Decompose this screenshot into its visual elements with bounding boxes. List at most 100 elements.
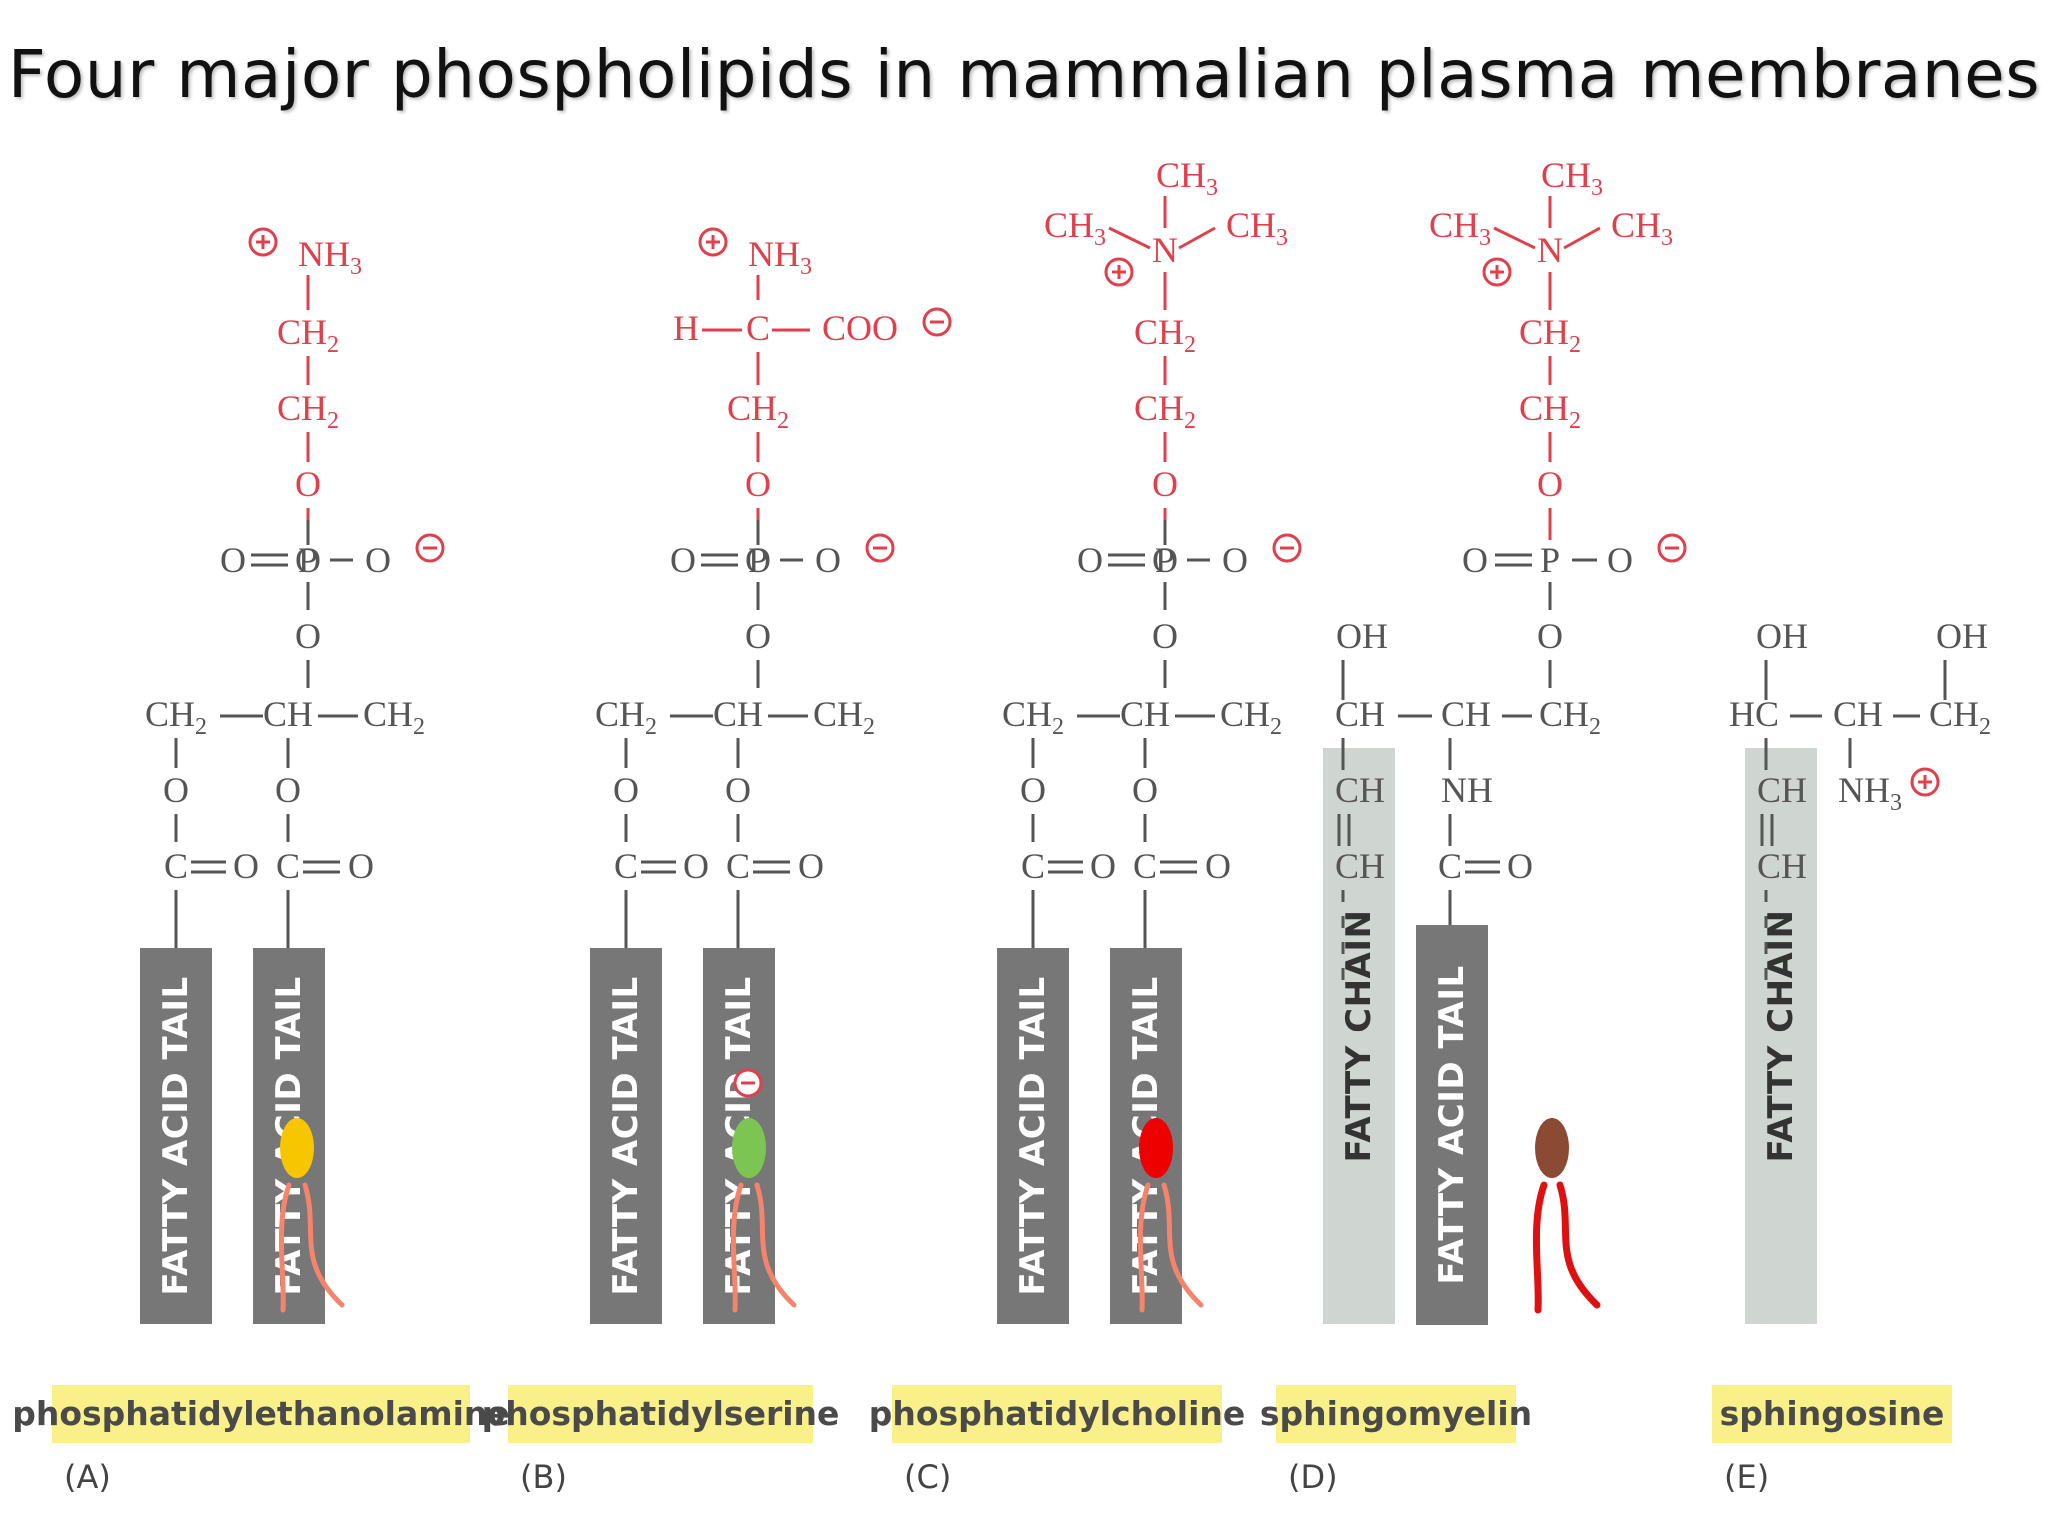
ch2-group: CH2 <box>1519 388 1581 434</box>
ch-group: CH <box>1335 770 1385 810</box>
molecule-name: sphingomyelin(D) <box>1260 1385 1532 1496</box>
o-atom: O <box>1222 540 1248 580</box>
panel-letter: (B) <box>520 1458 567 1496</box>
o-atom: O <box>725 770 751 810</box>
o-atom: O <box>1132 770 1158 810</box>
name-highlight <box>892 1385 1222 1443</box>
o-atom: O <box>745 540 771 580</box>
lipid-tail-left <box>730 1182 744 1313</box>
fatty-acid-tail-label: FATTY ACID TAIL <box>1013 976 1053 1295</box>
ch2-group: CH2 <box>1539 694 1601 740</box>
ch-group: CH <box>1757 770 1807 810</box>
bond <box>1563 226 1601 250</box>
ch-group: CH <box>1441 694 1491 734</box>
lipid-tail-right <box>1161 1182 1204 1308</box>
o-atom: O <box>613 770 639 810</box>
fatty-chain-label: FATTY CHAIN <box>1761 910 1801 1163</box>
o-atom: O <box>745 616 771 656</box>
o-atom: O <box>348 846 374 886</box>
ch-group: CH <box>713 694 763 734</box>
hc-group: HC <box>1729 694 1779 734</box>
ch-group: CH <box>1335 694 1385 734</box>
fatty-acid-tail-bar <box>590 948 662 1324</box>
fatty-acid-tail: FATTY ACID TAIL <box>140 948 212 1324</box>
ch-group: CH <box>263 694 313 734</box>
lipid-head <box>732 1118 766 1178</box>
ch2-group: CH2 <box>277 312 339 358</box>
c-atom: C <box>726 846 750 886</box>
name-highlight <box>52 1385 470 1443</box>
fatty-chain: FATTY CHAIN <box>1745 748 1817 1324</box>
nh-group: NH <box>1441 770 1493 810</box>
o-atom: O <box>1462 540 1488 580</box>
o-atom: O <box>1537 464 1563 504</box>
o-atom: O <box>670 540 696 580</box>
o-atom: O <box>275 770 301 810</box>
n-atom: N <box>1537 230 1563 270</box>
o-atom: O <box>365 540 391 580</box>
h-atom: H <box>673 308 699 348</box>
name-highlight <box>1712 1385 1952 1443</box>
oh-group: OH <box>1936 616 1988 656</box>
ch2-group: CH2 <box>277 388 339 434</box>
molecule-name: phosphatidylcholine(C) <box>869 1385 1245 1496</box>
molecule-name-text: phosphatidylethanolamine <box>12 1394 510 1433</box>
o-atom: O <box>163 770 189 810</box>
bond <box>1493 226 1536 250</box>
o-atom: O <box>1607 540 1633 580</box>
oh-group: OH <box>1336 616 1388 656</box>
molecule-name: phosphatidylethanolamine(A) <box>12 1385 510 1496</box>
lipid-tail-left <box>278 1182 292 1313</box>
c-atom: C <box>1133 846 1157 886</box>
lipid-icon-red <box>1137 1118 1204 1313</box>
molecule-name-text: sphingosine <box>1720 1394 1945 1433</box>
c-atom: C <box>164 846 188 886</box>
o-atom: O <box>1537 616 1563 656</box>
positive-charge-icon <box>1104 257 1134 287</box>
negative-charge-icon <box>415 533 445 563</box>
panel-letter: (D) <box>1288 1458 1338 1496</box>
c-atom: C <box>276 846 300 886</box>
ch2-group: CH2 <box>363 694 425 740</box>
lipid-icon-green <box>730 1118 797 1313</box>
lipid-tail-left <box>1532 1181 1548 1314</box>
nh3-group: NH3 <box>1838 770 1902 816</box>
positive-charge-icon <box>1910 767 1940 797</box>
n-atom: N <box>1152 230 1178 270</box>
fatty-acid-tail: FATTY ACID TAIL <box>590 948 662 1324</box>
ch-group: CH <box>1833 694 1883 734</box>
fatty-acid-tail-bar <box>140 948 212 1324</box>
lipid-head <box>280 1118 314 1178</box>
o-atom: O <box>295 464 321 504</box>
ch2-group: CH2 <box>1220 694 1282 740</box>
negative-charge-icon <box>1272 533 1302 563</box>
o-atom: O <box>1152 464 1178 504</box>
ch2-group: CH2 <box>145 694 207 740</box>
c-atom: C <box>746 308 770 348</box>
p-atom: P <box>298 540 318 580</box>
bond <box>1178 226 1216 250</box>
lipid-tail-right <box>1556 1181 1601 1309</box>
negative-charge-icon <box>922 307 952 337</box>
ch-group: CH <box>1120 694 1170 734</box>
o-atom: O <box>295 616 321 656</box>
o-atom: O <box>683 846 709 886</box>
panel-letter: (E) <box>1724 1458 1769 1496</box>
o-atom: O <box>1205 846 1231 886</box>
lipid-icon-yellow <box>278 1118 345 1313</box>
lipid-tail-right <box>754 1182 797 1308</box>
o-atom: O <box>798 846 824 886</box>
c-atom: C <box>1021 846 1045 886</box>
o-atom: O <box>1020 770 1046 810</box>
name-highlight <box>1276 1385 1516 1443</box>
ch3-group: CH3 <box>1156 155 1218 201</box>
fatty-chain: FATTY CHAIN <box>1323 748 1395 1324</box>
fatty-chain-label: FATTY CHAIN <box>1339 910 1379 1163</box>
lipid-head <box>1139 1118 1173 1178</box>
ch3-group: CH3 <box>1541 155 1603 201</box>
